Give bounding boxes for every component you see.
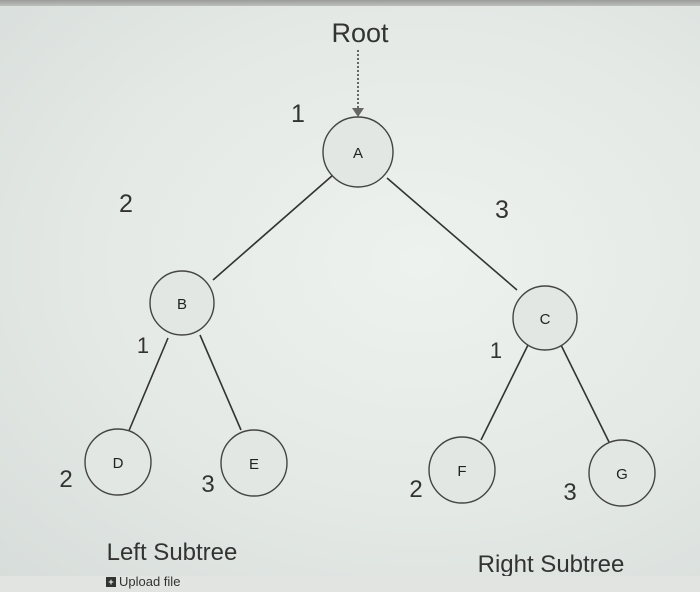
edge-b-d [127,337,169,434]
node-g: G [588,439,656,507]
order-label-root: 1 [291,100,305,128]
edge-b-e [199,334,242,431]
edge-c-g [559,342,612,447]
node-e: E [220,429,288,497]
right-subtree-caption: Right Subtree [478,551,625,578]
order-label-e: 3 [201,471,214,498]
root-arrowhead [352,108,364,117]
order-label-d: 2 [59,466,72,493]
node-b-label: B [177,296,187,313]
upload-file-link[interactable]: + Upload file [106,574,180,589]
node-a-label: A [353,145,363,162]
order-label-right: 3 [495,196,509,224]
upload-file-label: Upload file [119,574,181,589]
node-c-label: C [540,311,551,328]
order-label-left: 2 [119,190,133,218]
node-a: A [322,116,394,188]
order-label-c-self: 1 [490,338,502,363]
root-label: Root [331,18,389,48]
edge-a-b [212,174,334,281]
order-label-g: 3 [563,479,576,506]
edge-c-f [480,344,529,441]
left-subtree-caption: Left Subtree [107,539,238,566]
node-d-label: D [113,455,124,472]
node-g-label: G [616,466,628,483]
node-f: F [428,436,496,504]
order-label-b-self: 1 [137,333,149,358]
node-b: B [149,270,215,336]
node-e-label: E [249,456,259,473]
top-bar [0,0,700,8]
node-d: D [84,428,152,496]
bottom-strip [0,576,700,592]
upload-icon: + [106,576,116,587]
node-f-label: F [457,463,466,480]
edge-a-c [386,177,518,291]
node-c: C [512,285,578,351]
order-label-f: 2 [409,476,422,503]
